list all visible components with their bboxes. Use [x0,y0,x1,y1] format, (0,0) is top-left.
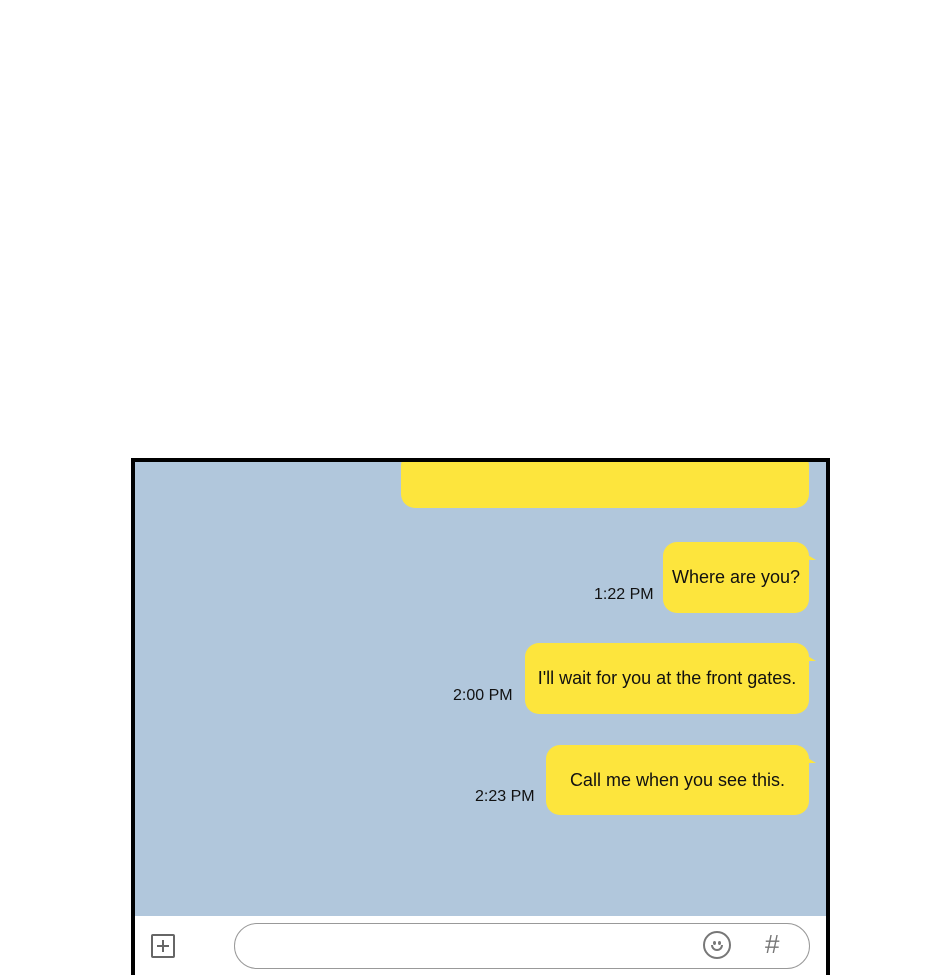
message-bubble[interactable]: Call me when you see this. [546,745,816,815]
message-bubble-cropped [401,462,809,508]
smiley-eye [713,941,716,945]
message-bubble[interactable]: I'll wait for you at the front gates. [525,643,816,714]
smiley-mouth [711,945,723,951]
smiley-icon[interactable] [703,931,731,959]
plus-box-icon[interactable] [151,934,175,958]
message-time: 2:23 PM [475,788,535,805]
chat-window: 1:22 PM Where are you? 2:00 PM I'll wait… [131,458,830,975]
smiley-eye [718,941,721,945]
compose-bar: # [135,916,826,975]
message-text: I'll wait for you at the front gates. [537,668,797,688]
message-time: 1:22 PM [594,586,654,603]
message-text: Call me when you see this. [569,769,786,790]
message-list[interactable]: 1:22 PM Where are you? 2:00 PM I'll wait… [135,462,826,916]
message-time: 2:00 PM [453,687,513,704]
message-text: Where are you? [671,567,801,587]
message-bubble[interactable]: Where are you? [663,542,816,613]
hash-icon[interactable]: # [765,929,780,959]
